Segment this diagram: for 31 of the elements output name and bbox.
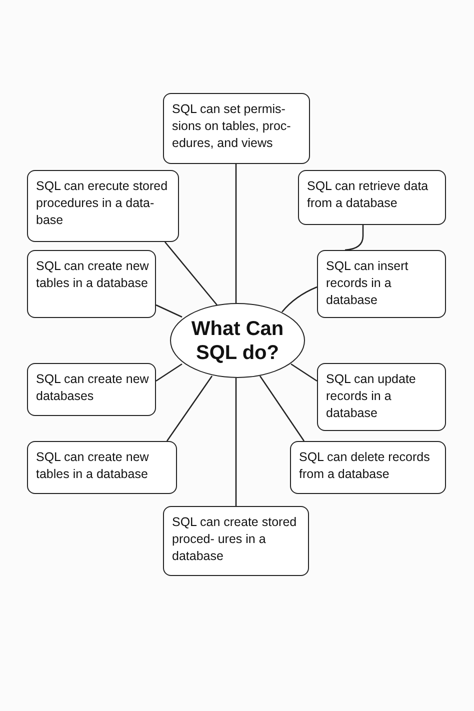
connector-line bbox=[235, 378, 237, 506]
topic-box bbox=[298, 170, 446, 225]
topic-text: SQL can update records in a database bbox=[326, 371, 417, 422]
topic-box bbox=[317, 363, 446, 431]
topic-box bbox=[27, 170, 179, 242]
connector-line bbox=[235, 164, 237, 303]
topic-text: SQL can insert records in a database bbox=[326, 258, 410, 309]
topic-text: SQL can delete records from a database bbox=[299, 449, 431, 483]
topic-box bbox=[163, 506, 309, 576]
connector-line bbox=[156, 363, 182, 382]
topic-text: SQL can create new tables in a database bbox=[36, 258, 150, 292]
topic-text: SQL can set permis- sions on tables, proc- edures, and views bbox=[172, 101, 292, 152]
connector-line bbox=[156, 304, 182, 318]
topic-text: SQL can retrieve data from a database bbox=[307, 178, 430, 212]
connector-line bbox=[164, 242, 218, 306]
central-topic-title: What Can SQL do? bbox=[190, 316, 285, 364]
topic-text: SQL can create new databases bbox=[36, 371, 150, 405]
topic-box bbox=[290, 441, 446, 494]
topic-text: SQL can create stored proced- ures in a database bbox=[172, 514, 298, 565]
connector-line bbox=[166, 376, 213, 442]
topic-box bbox=[317, 250, 446, 318]
topic-text: SQL can erecute stored procedures in a data- base bbox=[36, 178, 169, 229]
connector-line bbox=[259, 376, 305, 442]
topic-box bbox=[27, 363, 156, 416]
connector-line bbox=[344, 225, 364, 251]
topic-text: SQL can create new tables in a database bbox=[36, 449, 150, 483]
connector-line bbox=[282, 286, 318, 312]
topic-box bbox=[27, 250, 156, 318]
connector-line bbox=[290, 363, 318, 382]
topic-box bbox=[163, 93, 310, 164]
topic-box bbox=[27, 441, 177, 494]
